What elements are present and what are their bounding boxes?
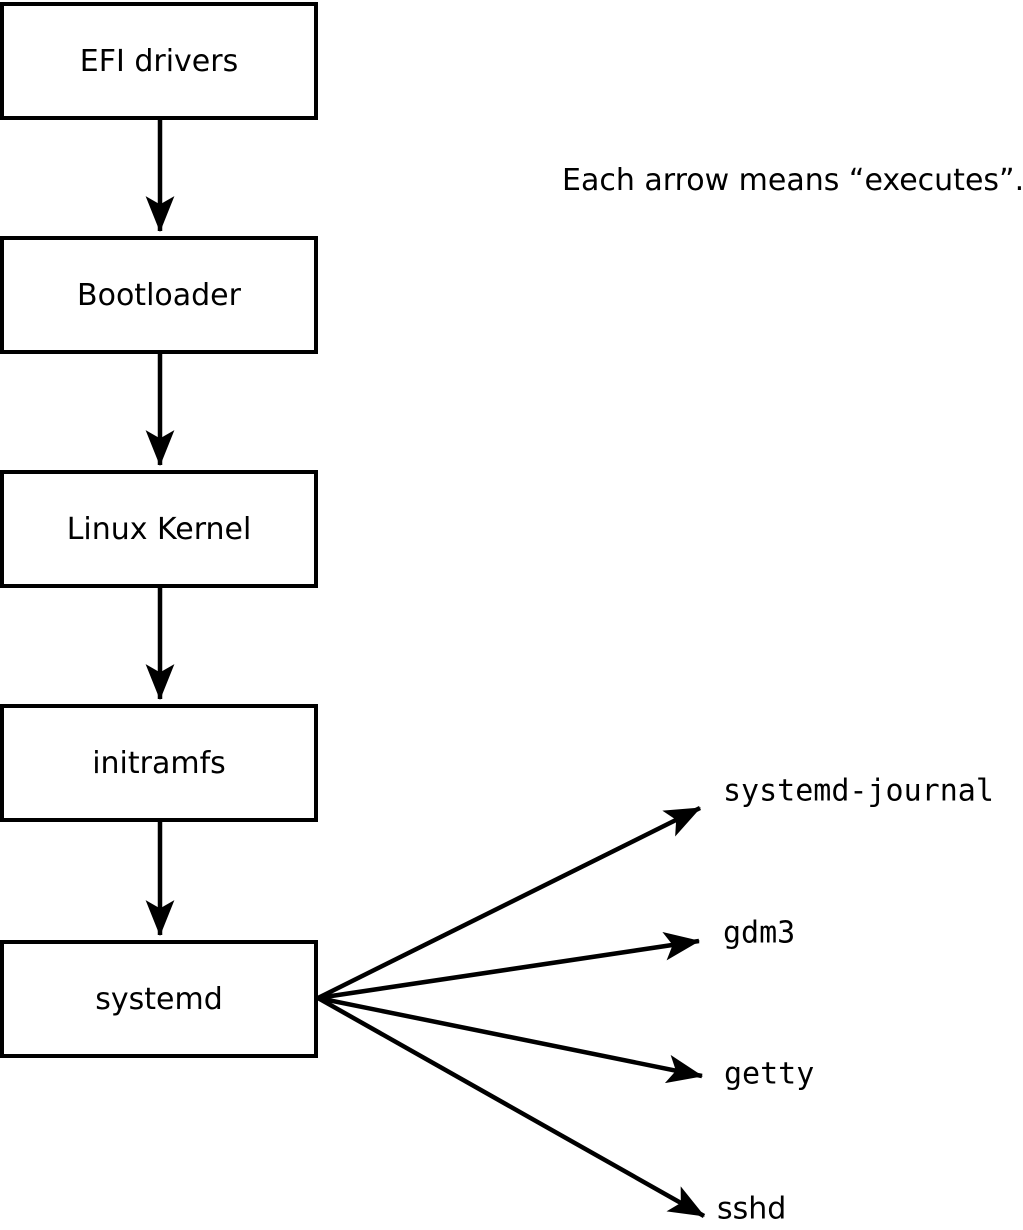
arrow-systemd-to-gdm3 <box>317 931 701 1001</box>
box-efi-drivers-label: EFI drivers <box>79 43 239 79</box>
box-initramfs: initramfs <box>0 704 318 822</box>
arrow-systemd-to-getty <box>317 995 704 1084</box>
arrow-systemd-to-sshd <box>316 996 706 1218</box>
box-systemd: systemd <box>0 940 318 1058</box>
spawned-label-getty: getty <box>724 1056 815 1092</box>
box-linux-kernel-label: Linux Kernel <box>66 511 252 547</box>
spawned-label-gdm3: gdm3 <box>723 915 796 951</box>
box-bootloader-label: Bootloader <box>77 277 241 313</box>
spawned-label-sshd: sshd <box>717 1191 787 1227</box>
box-bootloader: Bootloader <box>0 236 318 354</box>
box-efi-drivers: EFI drivers <box>0 2 318 120</box>
box-systemd-label: systemd <box>95 981 223 1017</box>
arrow-systemd-to-systemd-journal <box>316 805 702 1001</box>
legend-note: Each arrow means “executes”. <box>562 163 1023 198</box>
box-initramfs-label: initramfs <box>92 745 226 781</box>
box-linux-kernel: Linux Kernel <box>0 470 318 588</box>
spawned-label-systemd-journal: systemd-journal <box>723 773 994 809</box>
